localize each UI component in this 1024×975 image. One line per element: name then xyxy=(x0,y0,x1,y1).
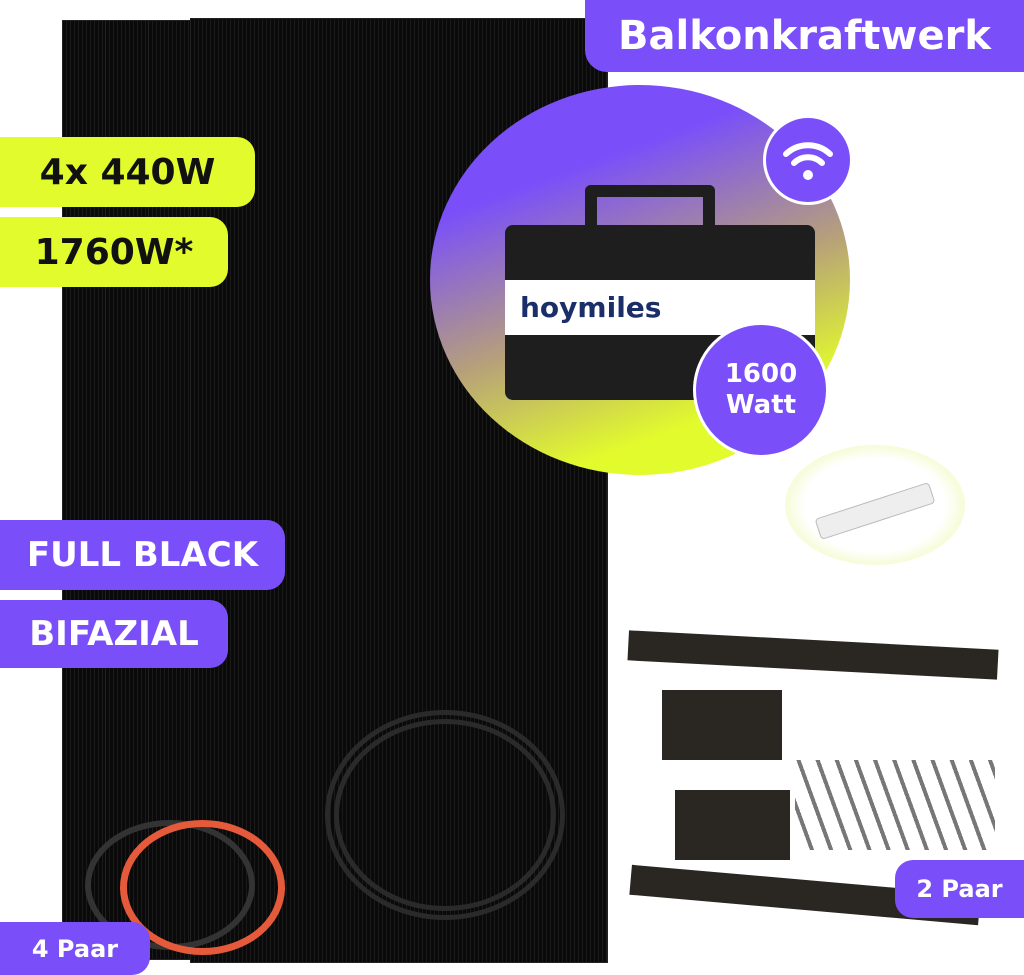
power-value: 1600 xyxy=(724,358,798,389)
bifacial-badge: BIFAZIAL xyxy=(0,600,228,668)
wifi-icon xyxy=(783,142,833,180)
panels-badge: 4x 440W xyxy=(0,137,255,207)
total-power-badge: 1760W* xyxy=(0,217,228,287)
dc-cable-red xyxy=(120,820,285,955)
power-cable xyxy=(325,710,565,920)
screws xyxy=(795,760,995,850)
mount-pairs-badge: 2 Paar xyxy=(895,860,1024,918)
title-badge: Balkonkraftwerk xyxy=(585,0,1024,72)
wifi-badge xyxy=(763,115,853,205)
power-badge: 1600 Watt xyxy=(693,322,829,458)
hoymiles-logo: hoymiles xyxy=(520,291,662,324)
inverter-handle xyxy=(585,185,715,230)
cable-pairs-badge: 4 Paar xyxy=(0,922,150,975)
mount-rail-top xyxy=(627,630,999,680)
dtu-stick-circle xyxy=(785,445,965,565)
mount-bracket-2 xyxy=(675,790,790,860)
full-black-badge: FULL BLACK xyxy=(0,520,285,590)
mount-bracket-1 xyxy=(662,690,782,760)
power-unit: Watt xyxy=(725,390,797,420)
dtu-stick xyxy=(814,481,936,541)
